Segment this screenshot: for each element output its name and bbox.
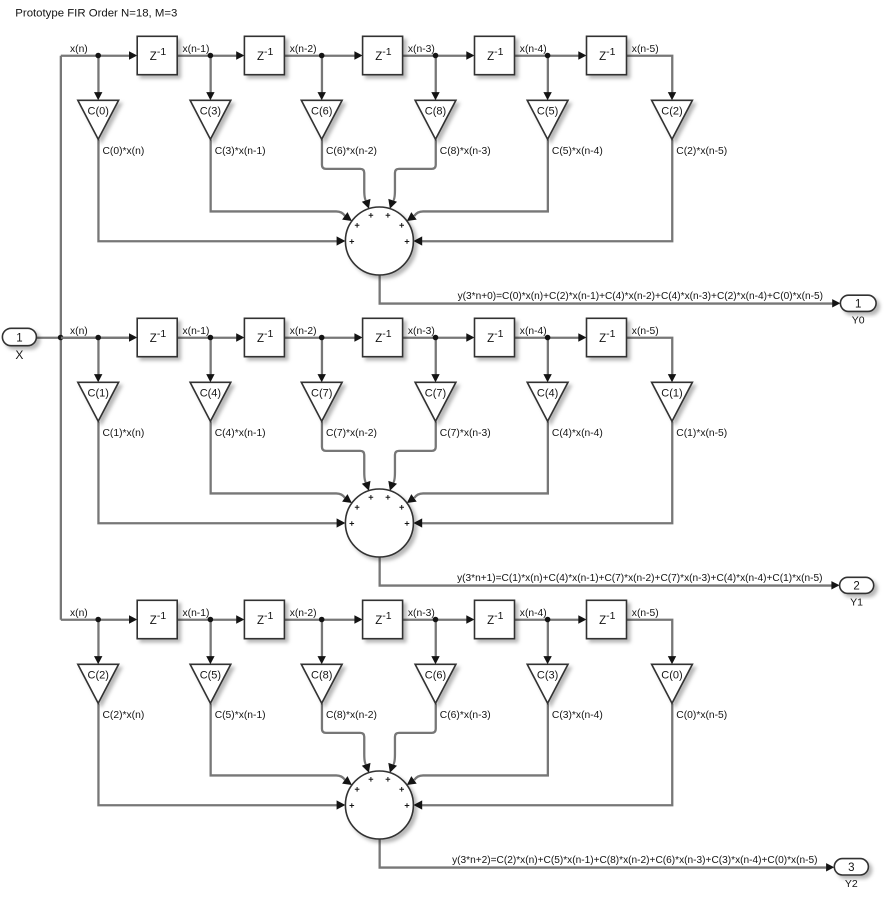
svg-text:x(n): x(n)	[70, 326, 88, 337]
svg-text:C(1)*x(n-5): C(1)*x(n-5)	[676, 428, 727, 439]
svg-text:C(6)*x(n-2): C(6)*x(n-2)	[326, 146, 377, 157]
svg-text:C(7)*x(n-3): C(7)*x(n-3)	[440, 428, 491, 439]
svg-text:x(n): x(n)	[70, 44, 88, 55]
svg-text:C(6): C(6)	[311, 106, 332, 118]
svg-text:C(1)*x(n): C(1)*x(n)	[103, 428, 145, 439]
svg-text:C(2)*x(n): C(2)*x(n)	[103, 710, 145, 721]
svg-text:x(n-5): x(n-5)	[632, 608, 659, 619]
svg-text:Y2: Y2	[845, 878, 858, 890]
svg-text:C(0): C(0)	[661, 670, 682, 682]
svg-text:x(n-5): x(n-5)	[632, 326, 659, 337]
svg-text:C(4): C(4)	[200, 388, 221, 400]
svg-text:1: 1	[16, 333, 22, 345]
svg-text:C(6): C(6)	[425, 670, 446, 682]
svg-text:C(7): C(7)	[425, 388, 446, 400]
svg-text:C(2): C(2)	[661, 106, 682, 118]
svg-text:X: X	[15, 348, 23, 362]
svg-text:y(3*n+1)=C(1)*x(n)+C(4)*x(n-1): y(3*n+1)=C(1)*x(n)+C(4)*x(n-1)+C(7)*x(n-…	[457, 573, 822, 584]
svg-text:C(8)*x(n-2): C(8)*x(n-2)	[326, 710, 377, 721]
svg-text:C(6)*x(n-3): C(6)*x(n-3)	[440, 710, 491, 721]
svg-text:C(1): C(1)	[661, 388, 682, 400]
svg-text:x(n-3): x(n-3)	[408, 608, 435, 619]
svg-text:x(n-3): x(n-3)	[408, 326, 435, 337]
svg-text:x(n-2): x(n-2)	[290, 326, 317, 337]
svg-text:x(n-4): x(n-4)	[520, 608, 547, 619]
svg-text:C(1): C(1)	[88, 388, 109, 400]
svg-text:x(n-5): x(n-5)	[632, 44, 659, 55]
svg-text:C(5)*x(n-4): C(5)*x(n-4)	[552, 146, 603, 157]
svg-text:C(3)*x(n-1): C(3)*x(n-1)	[215, 146, 266, 157]
svg-text:C(8): C(8)	[425, 106, 446, 118]
svg-text:2: 2	[853, 581, 859, 593]
svg-text:C(2): C(2)	[88, 670, 109, 682]
svg-text:x(n): x(n)	[70, 608, 88, 619]
svg-text:C(5): C(5)	[537, 106, 558, 118]
svg-text:C(3)*x(n-4): C(3)*x(n-4)	[552, 710, 603, 721]
svg-text:C(2)*x(n-5): C(2)*x(n-5)	[676, 146, 727, 157]
svg-text:C(3): C(3)	[537, 670, 558, 682]
svg-text:C(7): C(7)	[311, 388, 332, 400]
svg-text:Prototype FIR Order N=18, M=3: Prototype FIR Order N=18, M=3	[15, 8, 177, 20]
svg-text:C(7)*x(n-2): C(7)*x(n-2)	[326, 428, 377, 439]
svg-text:x(n-3): x(n-3)	[408, 44, 435, 55]
svg-text:C(0)*x(n-5): C(0)*x(n-5)	[676, 710, 727, 721]
svg-text:y(3*n+2)=C(2)*x(n)+C(5)*x(n-1): y(3*n+2)=C(2)*x(n)+C(5)*x(n-1)+C(8)*x(n-…	[452, 855, 817, 866]
svg-text:x(n-4): x(n-4)	[520, 44, 547, 55]
svg-text:Y1: Y1	[850, 596, 863, 608]
svg-text:x(n-1): x(n-1)	[183, 608, 210, 619]
svg-text:Y0: Y0	[852, 314, 865, 326]
svg-text:C(3): C(3)	[200, 106, 221, 118]
svg-text:x(n-1): x(n-1)	[183, 326, 210, 337]
svg-text:1: 1	[855, 299, 861, 311]
svg-text:y(3*n+0)=C(0)*x(n)+C(2)*x(n-1): y(3*n+0)=C(0)*x(n)+C(2)*x(n-1)+C(4)*x(n-…	[458, 291, 823, 302]
svg-text:C(4)*x(n-4): C(4)*x(n-4)	[552, 428, 603, 439]
svg-text:x(n-1): x(n-1)	[183, 44, 210, 55]
svg-text:C(0): C(0)	[88, 106, 109, 118]
svg-text:C(5)*x(n-1): C(5)*x(n-1)	[215, 710, 266, 721]
svg-text:C(8)*x(n-3): C(8)*x(n-3)	[440, 146, 491, 157]
svg-text:C(8): C(8)	[311, 670, 332, 682]
svg-text:x(n-2): x(n-2)	[290, 44, 317, 55]
svg-text:C(0)*x(n): C(0)*x(n)	[103, 146, 145, 157]
svg-text:C(4)*x(n-1): C(4)*x(n-1)	[215, 428, 266, 439]
svg-text:x(n-4): x(n-4)	[520, 326, 547, 337]
svg-text:x(n-2): x(n-2)	[290, 608, 317, 619]
svg-text:C(5): C(5)	[200, 670, 221, 682]
svg-text:C(4): C(4)	[537, 388, 558, 400]
svg-text:3: 3	[848, 862, 854, 874]
